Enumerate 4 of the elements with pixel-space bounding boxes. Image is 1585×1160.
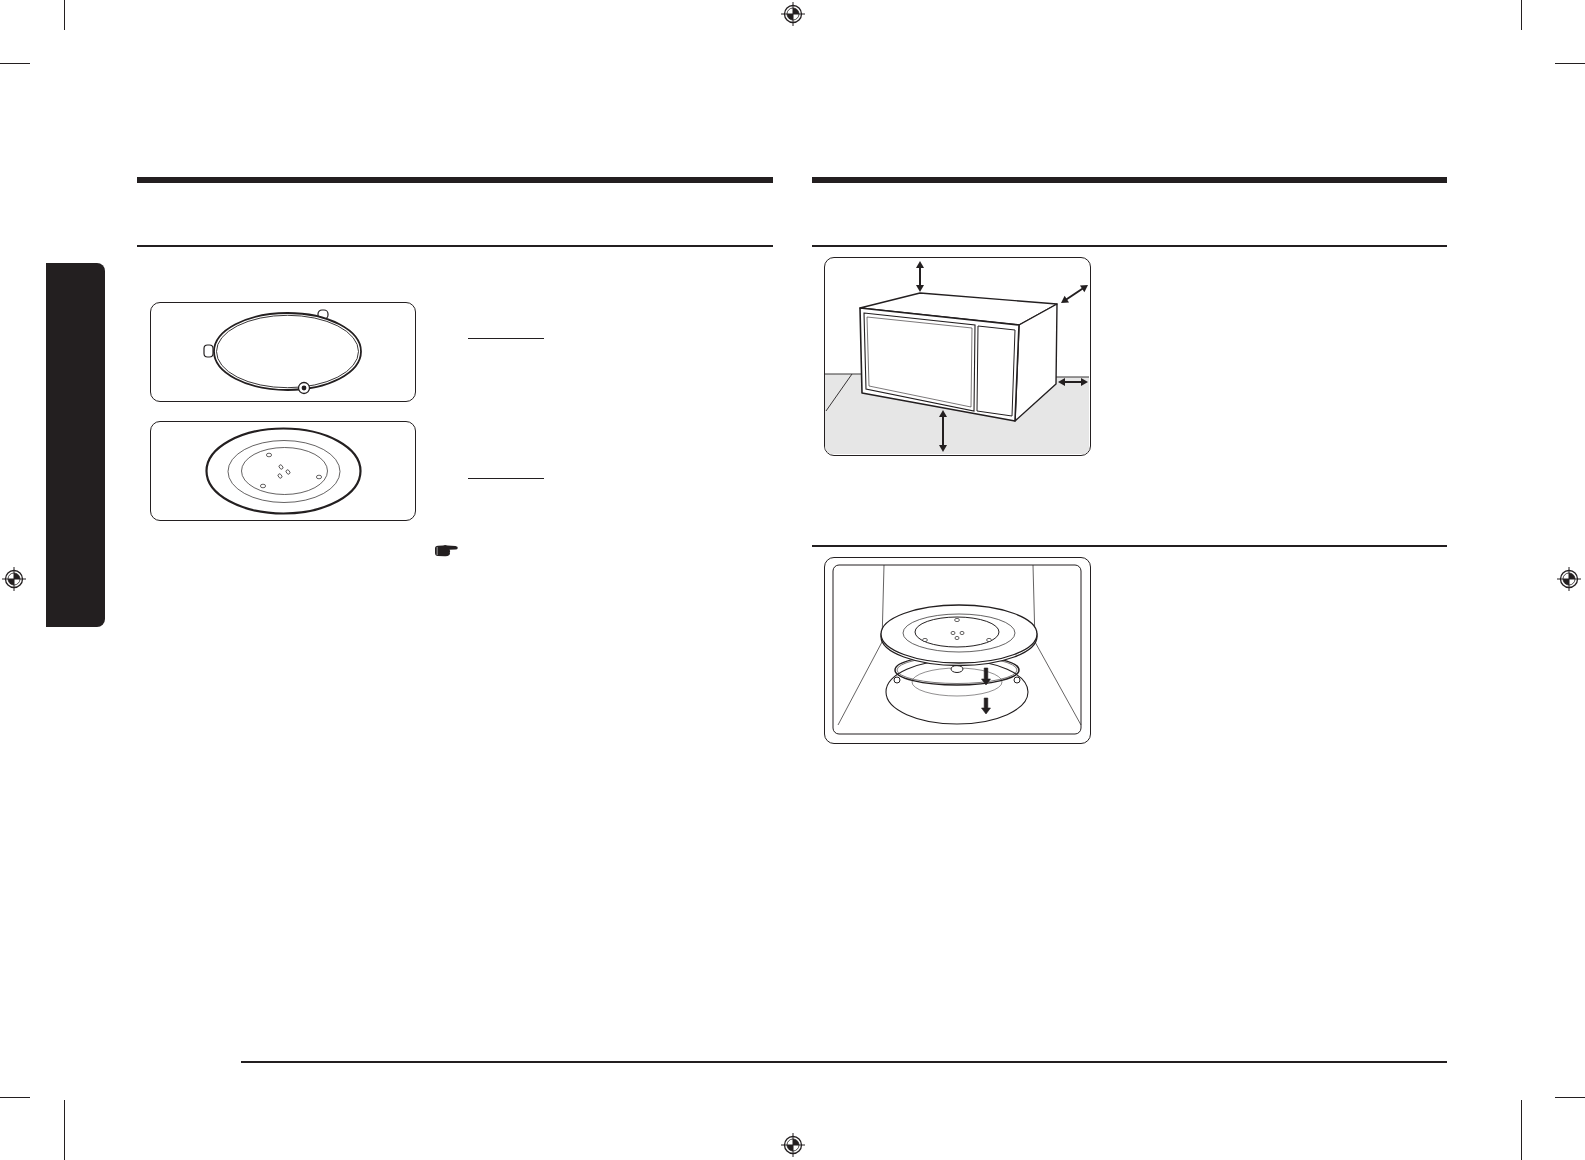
illustration-panel	[150, 421, 416, 521]
side-tab	[46, 263, 105, 627]
illustration-panel	[824, 257, 1091, 456]
illustration-panel	[150, 302, 416, 402]
